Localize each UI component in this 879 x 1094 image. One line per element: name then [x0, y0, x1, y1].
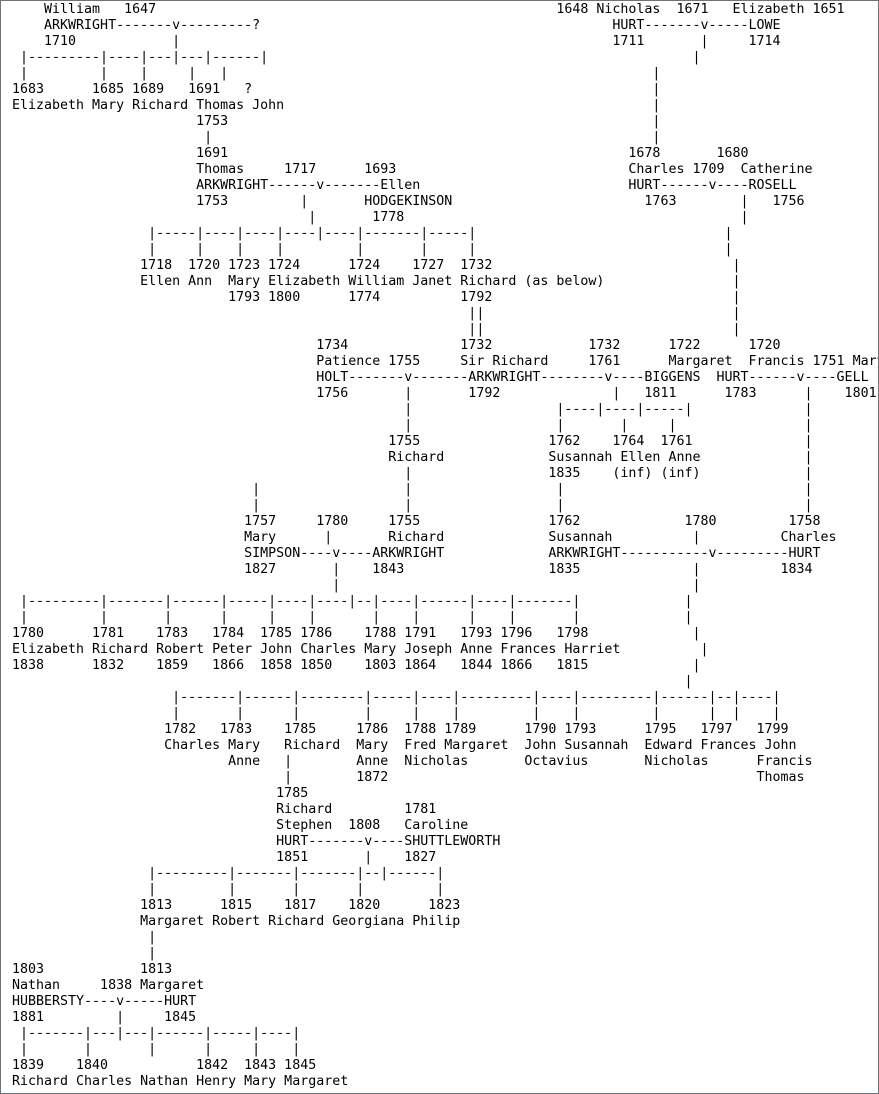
tree-line: | — [12, 946, 157, 961]
tree-line: Patience 1755 Sir Richard 1761 Margaret … — [12, 354, 879, 369]
tree-line: 1753 | — [12, 114, 661, 129]
tree-line: SIMPSON----v----ARKWRIGHT ARKWRIGHT-----… — [12, 546, 821, 561]
tree-line: HUBBERSTY----v-----HURT — [12, 994, 197, 1009]
tree-line: | | | | | | — [12, 1042, 301, 1057]
tree-line: | 1778 | — [12, 210, 749, 225]
tree-line: 1803 1813 — [12, 962, 173, 977]
tree-line: | | | | | | | | | | | | — [12, 706, 781, 721]
tree-line: |---------|----|---|---|------| | — [12, 50, 701, 65]
tree-line: 1757 1780 1755 1762 1780 1758 — [12, 514, 821, 529]
tree-line: 1691 1678 1680 — [12, 146, 749, 161]
tree-line: || | — [12, 322, 741, 337]
tree-line: Richard Susannah Ellen Anne | — [12, 450, 813, 465]
tree-line: 1793 1800 1774 1792 | — [12, 290, 741, 305]
tree-line: 1683 1685 1689 1691 ? | — [12, 82, 661, 97]
tree-line: | | | | | — [12, 418, 813, 433]
tree-line: 1827 | 1843 1835 | 1834 — [12, 562, 813, 577]
tree-line: 1780 1781 1783 1784 1785 1786 1788 1791 … — [12, 626, 701, 641]
tree-line: 1838 1832 1859 1866 1858 1850 1803 1864 … — [12, 658, 701, 673]
tree-line: Charles Mary Richard Mary Fred Margaret … — [12, 738, 797, 753]
tree-line: Mary | Richard Susannah | Charles — [12, 530, 837, 545]
tree-line: 1851 | 1827 — [12, 850, 437, 865]
tree-line: | 1872 Thomas — [12, 770, 805, 785]
family-tree: William 1647 1648 Nicholas 1671 Elizabet… — [12, 2, 879, 1090]
tree-line: | | | | | | — [12, 66, 661, 81]
tree-line: 1813 1815 1817 1820 1823 — [12, 898, 461, 913]
tree-line: | | | | — [12, 482, 813, 497]
tree-line: HOLT-------v-------ARKWRIGHT--------v---… — [12, 370, 869, 385]
tree-line: 1734 1732 1732 1722 1720 — [12, 338, 781, 353]
tree-line: | |----|----|-----| | — [12, 402, 813, 417]
tree-line: Thomas 1717 1693 Charles 1709 Catherine — [12, 162, 813, 177]
tree-line: 1785 — [12, 786, 309, 801]
tree-line: 1718 1720 1723 1724 1724 1727 1732 | — [12, 258, 741, 273]
tree-line: ARKWRIGHT-------v---------? HURT-------v… — [12, 18, 781, 33]
tree-line: |-----|----|----|----|----|-------|-----… — [12, 226, 733, 241]
tree-line: | | | | — [12, 498, 813, 513]
tree-line: 1753 | HODGEKINSON 1763 | 1756 — [12, 194, 805, 209]
tree-line: | 1835 (inf) (inf) | — [12, 466, 813, 481]
tree-line: 1710 | 1711 | 1714 — [12, 34, 781, 49]
tree-line: Richard 1781 — [12, 802, 437, 817]
tree-line: Ellen Ann Mary Elizabeth William Janet R… — [12, 274, 741, 289]
tree-line: ARKWRIGHT------v-------Ellen HURT------v… — [12, 178, 797, 193]
tree-line: Anne | Anne Nicholas Octavius Nicholas F… — [12, 754, 813, 769]
tree-line: 1782 1783 1785 1786 1788 1789 1790 1793 … — [12, 722, 789, 737]
tree-line: | | — [12, 130, 661, 145]
tree-line: Nathan 1838 Margaret — [12, 978, 205, 993]
tree-line: | — [12, 674, 693, 689]
tree-line: | | | | | — [12, 882, 445, 897]
tree-line: Margaret Robert Richard Georgiana Philip — [12, 914, 461, 929]
tree-line: | | | | | | | | | | | | — [12, 610, 693, 625]
tree-line: 1755 1762 1764 1761 | — [12, 434, 813, 449]
tree-line: Elizabeth Richard Robert Peter John Char… — [12, 642, 709, 657]
tree-line: 1756 | 1792 | 1811 1783 | 1801 — [12, 386, 877, 401]
tree-line: |---------|-------|------|-----|----|---… — [12, 594, 693, 609]
tree-line: |-------|---|---|------|-----|----| — [12, 1026, 301, 1041]
tree-line: William 1647 1648 Nicholas 1671 Elizabet… — [12, 2, 845, 17]
tree-line: | — [12, 930, 157, 945]
tree-line: |---------|-------|-------|--|------| — [12, 866, 445, 881]
tree-line: 1881 | 1845 — [12, 1010, 197, 1025]
tree-line: Stephen 1808 Caroline — [12, 818, 469, 833]
tree-line: HURT-------v----SHUTTLEWORTH — [12, 834, 501, 849]
tree-line: | | | | | | | | — [12, 242, 733, 257]
tree-line: || | — [12, 306, 741, 321]
tree-line: Richard Charles Nathan Henry Mary Margar… — [12, 1074, 349, 1089]
tree-line: 1839 1840 1842 1843 1845 — [12, 1058, 317, 1073]
tree-line: | | — [12, 578, 701, 593]
tree-line: Elizabeth Mary Richard Thomas John | — [12, 98, 661, 113]
tree-line: |-------|------|--------|-----|----|----… — [12, 690, 781, 705]
